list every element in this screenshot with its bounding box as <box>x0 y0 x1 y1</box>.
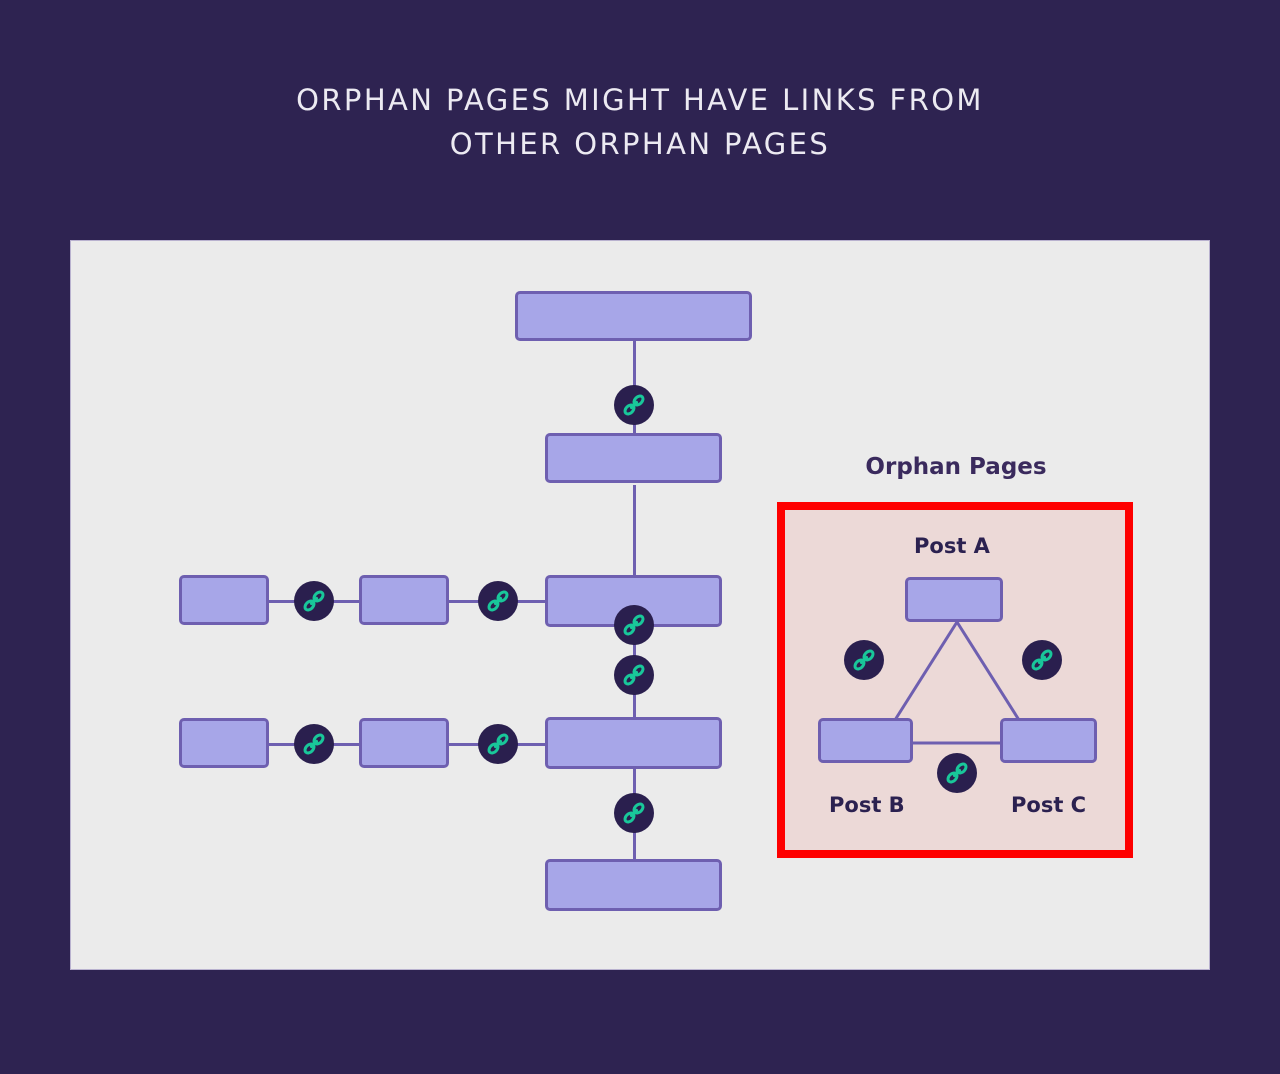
link-badge-bottom[interactable] <box>614 793 654 833</box>
link-badge-row2-a[interactable] <box>294 724 334 764</box>
link-chain-icon <box>303 733 325 755</box>
node-post-c[interactable] <box>1000 718 1097 763</box>
node-post-a[interactable] <box>905 577 1003 622</box>
link-chain-icon <box>487 590 509 612</box>
node-post-b[interactable] <box>818 718 913 763</box>
link-chain-icon <box>853 649 875 671</box>
node-row2-left1[interactable] <box>179 718 269 768</box>
connector-row2-seg1 <box>267 743 437 746</box>
link-chain-icon <box>623 802 645 824</box>
node-row1-left1[interactable] <box>179 575 269 625</box>
link-chain-icon <box>1031 649 1053 671</box>
node-level4[interactable] <box>545 717 722 769</box>
link-badge-level2[interactable] <box>614 385 654 425</box>
link-badge-level3[interactable] <box>614 655 654 695</box>
link-chain-icon <box>623 394 645 416</box>
page-title-line-2: OTHER ORPHAN PAGES <box>449 127 831 161</box>
connector-row2-seg2 <box>447 743 627 746</box>
link-chain-icon <box>623 664 645 686</box>
link-badge-row1-a[interactable] <box>294 581 334 621</box>
link-chain-icon <box>623 614 645 636</box>
connector-l2-to-l3 <box>633 485 636 593</box>
page-title: ORPHAN PAGES MIGHT HAVE LINKS FROM OTHER… <box>0 78 1280 166</box>
link-badge-orphan-bottom[interactable] <box>937 753 977 793</box>
connector-row1-seg1 <box>267 600 437 603</box>
post-b-label: Post B <box>829 793 905 817</box>
connector-row1-seg2 <box>447 600 627 603</box>
link-badge-row2-b[interactable] <box>478 724 518 764</box>
link-chain-icon <box>946 762 968 784</box>
node-bottom[interactable] <box>545 859 722 911</box>
link-chain-icon <box>487 733 509 755</box>
link-badge-top[interactable] <box>614 605 654 645</box>
page-title-line-1: ORPHAN PAGES MIGHT HAVE LINKS FROM <box>296 83 984 117</box>
node-row2-left2[interactable] <box>359 718 449 768</box>
link-badge-row1-b[interactable] <box>478 581 518 621</box>
node-top[interactable] <box>515 291 752 341</box>
link-chain-icon <box>303 590 325 612</box>
node-row1-left2[interactable] <box>359 575 449 625</box>
link-badge-orphan-left[interactable] <box>844 640 884 680</box>
orphan-pages-heading: Orphan Pages <box>865 454 1047 480</box>
post-a-label: Post A <box>914 534 990 558</box>
post-c-label: Post C <box>1011 793 1087 817</box>
node-level2[interactable] <box>545 433 722 483</box>
link-badge-orphan-right[interactable] <box>1022 640 1062 680</box>
